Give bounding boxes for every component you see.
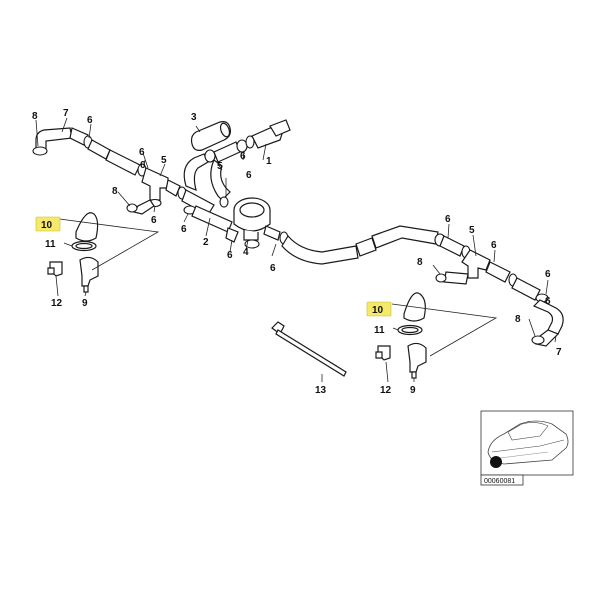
left-nozzle-group (47, 212, 160, 293)
label-6-d: 6 (151, 215, 157, 226)
label-6-g: 6 (240, 151, 246, 162)
t-piece-5-right (461, 249, 491, 279)
label-6-a: 6 (87, 115, 93, 126)
label-9-right: 9 (410, 385, 416, 396)
label-8-right: 8 (417, 257, 423, 268)
label-5-right: 5 (469, 225, 475, 236)
label-4: 4 (243, 247, 249, 258)
pump-assembly-4 (225, 197, 289, 249)
label-12-left: 12 (51, 298, 63, 309)
label-8-left: 8 (32, 111, 38, 122)
hose-2 (191, 205, 233, 233)
label-7-left: 7 (63, 108, 69, 119)
label-6-h: 6 (246, 170, 252, 181)
highlight-10-left (35, 216, 61, 232)
clamp-8-right (435, 273, 447, 283)
label-11-left: 11 (45, 239, 56, 250)
label-6-f: 6 (227, 250, 233, 261)
label-6-j: 6 (491, 240, 497, 251)
nozzle-9-right (407, 342, 427, 373)
highlight-10-right (366, 301, 392, 317)
label-2: 2 (203, 237, 209, 248)
right-nozzle-group (375, 292, 498, 379)
car-icon (487, 420, 569, 468)
hose-3 (190, 121, 231, 151)
nozzle-cap-10-left (75, 212, 99, 242)
label-12-right: 12 (380, 385, 392, 396)
label-7-right: 7 (556, 347, 562, 358)
label-10-left: 10 (41, 220, 53, 231)
label-13: 13 (315, 385, 327, 396)
label-6-c: 6 (140, 160, 146, 171)
left-hose-assembly (32, 127, 233, 233)
label-6-e: 6 (181, 224, 187, 235)
label-8-mid: 8 (112, 186, 118, 197)
label-3: 3 (191, 112, 197, 123)
label-6-b: 6 (139, 147, 145, 158)
clamp-6-h (219, 196, 229, 208)
label-5-left: 5 (161, 155, 167, 166)
label-5-mid: 5 (217, 161, 223, 172)
label-1: 1 (266, 156, 272, 167)
clamp-8-left (32, 146, 48, 156)
cable-tie-13 (271, 321, 347, 377)
clamp-8-mid (126, 203, 138, 213)
label-8-far-right: 8 (515, 314, 521, 325)
label-6-pump: 6 (270, 263, 276, 274)
t-piece-5-left (141, 167, 169, 201)
clamp-8-far-right (531, 335, 545, 345)
label-6-k: 6 (545, 269, 551, 280)
middle-long-hose (281, 225, 446, 265)
label-6-l: 6 (545, 296, 551, 307)
nozzle-9-left (79, 256, 99, 287)
callout-labels: 8 7 6 3 6 5 6 6 5 1 6 8 6 6 2 4 6 6 6 5 … (32, 108, 562, 396)
label-6-i: 6 (445, 214, 451, 225)
vehicle-inset: 00060081 (480, 410, 574, 486)
label-10-right: 10 (372, 305, 384, 316)
connector-1 (245, 119, 291, 149)
label-9-left: 9 (82, 298, 88, 309)
leader-lines (35, 117, 557, 383)
upper-hose-set (183, 119, 291, 208)
label-11-right: 11 (374, 325, 385, 336)
right-hose-assembly (435, 235, 564, 347)
reference-code: 00060081 (484, 478, 515, 485)
